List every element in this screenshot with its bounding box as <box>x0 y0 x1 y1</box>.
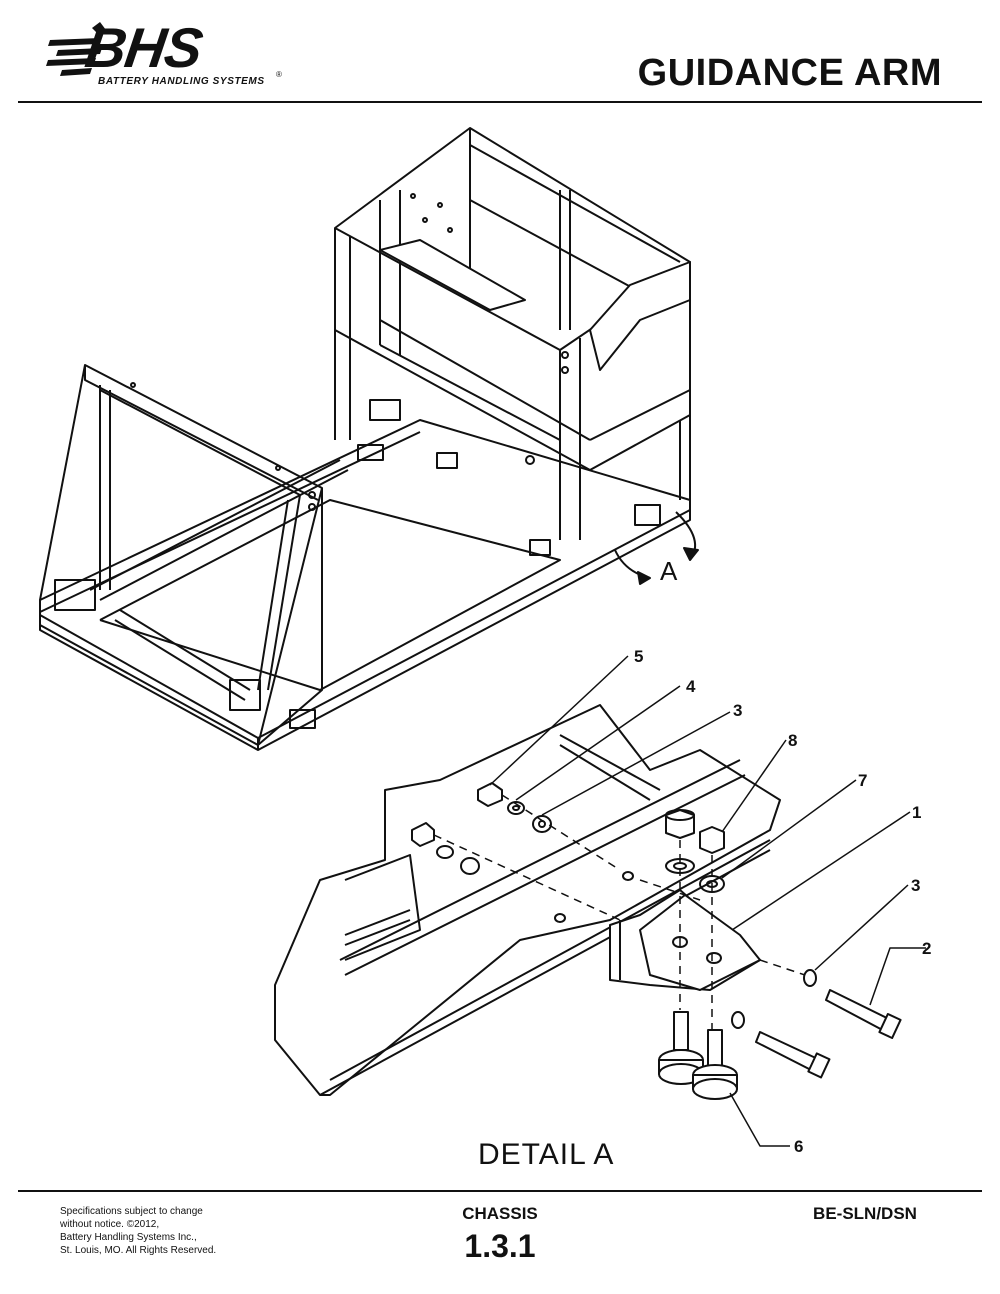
detail-a-rail <box>274 704 781 1096</box>
copyright-line: without notice. ©2012, <box>60 1219 160 1230</box>
chassis-frame <box>39 419 691 751</box>
section-name: CHASSIS <box>462 1204 538 1223</box>
copyright-line: St. Louis, MO. All Rights Reserved. <box>60 1245 217 1256</box>
view-a-arrow <box>614 511 699 585</box>
callout-3b: 3 <box>911 876 920 895</box>
callout-leaders <box>489 655 926 1147</box>
page-title: GUIDANCE ARM <box>637 52 942 94</box>
logo-subtitle: BATTERY HANDLING SYSTEMS <box>98 76 265 87</box>
frame-blocks <box>289 399 661 729</box>
logo-registered-mark: ® <box>276 70 282 79</box>
copyright-line: Battery Handling Systems Inc., <box>60 1232 197 1243</box>
alignment-lines <box>433 794 806 1030</box>
callout-5: 5 <box>634 647 643 666</box>
header-divider <box>18 101 982 103</box>
callout-2: 2 <box>922 939 931 958</box>
rear-battery-cage <box>334 127 691 540</box>
copyright-line: Specifications subject to change <box>60 1206 203 1217</box>
hardware-fasteners <box>411 782 902 1100</box>
page-number: 1.3.1 <box>464 1228 536 1264</box>
callout-8: 8 <box>788 731 797 750</box>
bhs-logo-speed-lines <box>46 22 106 76</box>
view-a-label: A <box>660 556 678 586</box>
callout-7: 7 <box>858 771 867 790</box>
front-a-frame <box>39 364 323 746</box>
model-number: BE-SLN/DSN <box>813 1204 917 1223</box>
callout-3a: 3 <box>733 701 742 720</box>
footer-divider <box>18 1190 982 1192</box>
callout-6: 6 <box>794 1137 803 1156</box>
detail-a-label: DETAIL A <box>478 1138 615 1171</box>
copyright-note: Specifications subject to change without… <box>60 1205 280 1257</box>
guidance-bracket <box>609 889 761 991</box>
callout-4: 4 <box>686 677 696 696</box>
callout-1: 1 <box>912 803 921 822</box>
